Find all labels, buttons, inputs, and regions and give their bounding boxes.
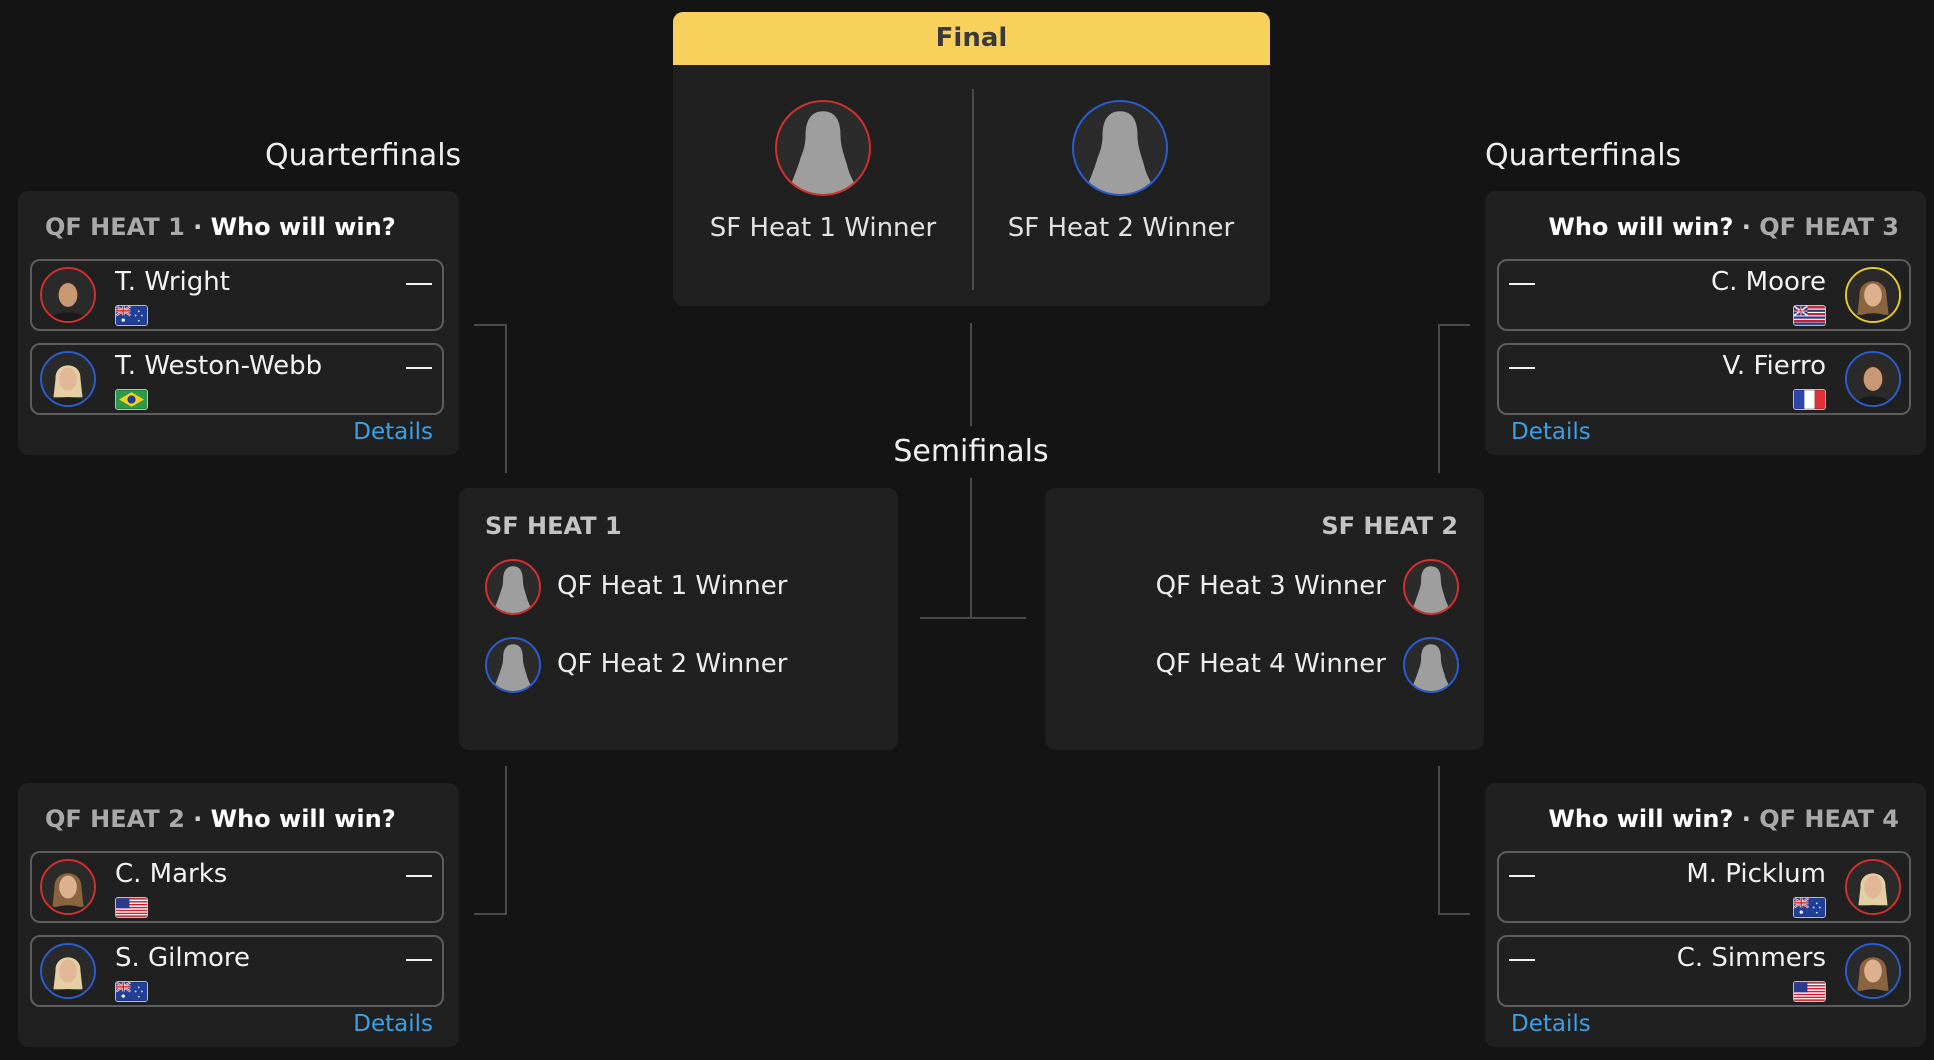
separator: · [1741,805,1751,833]
heat-label: QF HEAT 3 [1759,213,1899,241]
score-placeholder [406,875,432,877]
details-link[interactable]: Details [1511,419,1591,445]
silhouette-avatar-red [775,100,871,196]
connector-line [505,324,507,473]
surfer-avatar [40,351,96,407]
sf-slot: QF Heat 1 Winner [557,571,788,601]
surfer-avatar [40,267,96,323]
surfer-avatar [1845,351,1901,407]
surfer-name: V. Fierro [1722,351,1826,381]
surfer-pick-row[interactable]: C. Marks [30,851,444,923]
final-slot-2: SF Heat 2 Winner [1007,213,1235,243]
semifinals-label: Semifinals [893,434,1049,469]
prompt: Who will win? [1548,213,1734,241]
sf-heat-1-card[interactable]: SF HEAT 1 QF Heat 1 Winner QF Heat 2 Win… [459,488,898,750]
connector-line [1438,766,1440,915]
silhouette-avatar-red [485,559,541,615]
sf-slot: QF Heat 4 Winner [1155,649,1386,679]
details-link[interactable]: Details [353,1011,433,1037]
connector-line [970,478,972,618]
connector-line [1438,913,1470,915]
qf-heat-title: Who will win? · QF HEAT 4 [1548,805,1899,833]
separator: · [1741,213,1751,241]
surfer-pick-row[interactable]: V. Fierro [1497,343,1911,415]
final-card: Final SF Heat 1 Winner SF Heat 2 Winner [673,12,1270,306]
prompt: Who will win? [210,805,396,833]
flag-australia-icon [115,981,148,1002]
flag-australia-icon [1793,897,1826,918]
connector-line [474,913,506,915]
sf-slot: QF Heat 2 Winner [557,649,788,679]
sf-slot: QF Heat 3 Winner [1155,571,1386,601]
surfer-pick-row[interactable]: C. Simmers [1497,935,1911,1007]
surfer-name: M. Picklum [1686,859,1826,889]
surfer-name: T. Weston-Webb [115,351,323,381]
final-divider [972,89,974,290]
sf-heat-2-card[interactable]: SF HEAT 2 QF Heat 3 Winner QF Heat 4 Win… [1045,488,1484,750]
surfer-pick-row[interactable]: C. Moore [1497,259,1911,331]
separator: · [193,213,203,241]
flag-usa-icon [115,897,148,918]
separator: · [193,805,203,833]
surfer-name: C. Moore [1710,267,1826,297]
score-placeholder [1509,875,1535,877]
silhouette-avatar-blue [1403,637,1459,693]
flag-usa-icon [1793,981,1826,1002]
surfer-pick-row[interactable]: T. Wright [30,259,444,331]
surfer-avatar [1845,859,1901,915]
details-link[interactable]: Details [353,419,433,445]
quarterfinals-label-right: Quarterfinals [1485,138,1682,173]
flag-brazil-icon [115,389,148,410]
qf-heat-4-card: Who will win? · QF HEAT 4 M. Picklum C. … [1485,783,1926,1047]
flag-australia-icon [115,305,148,326]
details-link[interactable]: Details [1511,1011,1591,1037]
connector-line [505,766,507,915]
prompt: Who will win? [210,213,396,241]
connector-line [1438,324,1440,473]
score-placeholder [1509,283,1535,285]
silhouette-avatar-blue [1072,100,1168,196]
qf-heat-2-card: QF HEAT 2 · Who will win? C. Marks S. Gi… [18,783,459,1047]
sf-heat-title: SF HEAT 2 [1321,512,1458,540]
surfer-pick-row[interactable]: T. Weston-Webb [30,343,444,415]
qf-heat-title: QF HEAT 1 · Who will win? [45,213,396,241]
connector-line [474,324,506,326]
surfer-avatar [1845,943,1901,999]
flag-hawaii-icon [1793,305,1826,326]
score-placeholder [1509,959,1535,961]
qf-heat-title: QF HEAT 2 · Who will win? [45,805,396,833]
sf-heat-title: SF HEAT 1 [485,512,622,540]
qf-heat-3-card: Who will win? · QF HEAT 3 C. Moore V. Fi… [1485,191,1926,455]
prompt: Who will win? [1548,805,1734,833]
surfer-name: C. Simmers [1676,943,1826,973]
connector-line [970,323,972,426]
score-placeholder [1509,367,1535,369]
score-placeholder [406,959,432,961]
connector-line [920,617,1026,619]
final-slot-1: SF Heat 1 Winner [709,213,937,243]
final-header: Final [673,12,1270,65]
surfer-pick-row[interactable]: S. Gilmore [30,935,444,1007]
silhouette-avatar-red [1403,559,1459,615]
heat-label: QF HEAT 2 [45,805,185,833]
silhouette-avatar-blue [485,637,541,693]
heat-label: QF HEAT 4 [1759,805,1899,833]
surfer-pick-row[interactable]: M. Picklum [1497,851,1911,923]
quarterfinals-label-left: Quarterfinals [265,138,462,173]
flag-france-icon [1793,389,1826,410]
score-placeholder [406,283,432,285]
final-title: Final [935,23,1008,53]
surfer-avatar [40,943,96,999]
score-placeholder [406,367,432,369]
surfer-avatar [40,859,96,915]
surfer-avatar [1845,267,1901,323]
heat-label: QF HEAT 1 [45,213,185,241]
surfer-name: C. Marks [115,859,228,889]
qf-heat-title: Who will win? · QF HEAT 3 [1548,213,1899,241]
surfer-name: S. Gilmore [115,943,250,973]
surfer-name: T. Wright [115,267,230,297]
connector-line [1438,324,1470,326]
qf-heat-1-card: QF HEAT 1 · Who will win? T. Wright T. W… [18,191,459,455]
